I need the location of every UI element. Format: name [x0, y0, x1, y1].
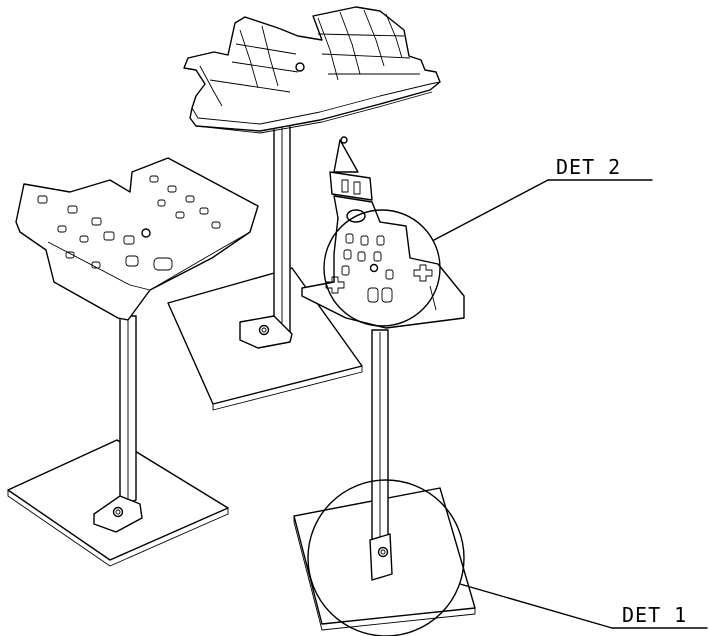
church-stand — [293, 136, 476, 631]
church-sign — [301, 136, 465, 329]
det1-label: DET 1 — [622, 603, 687, 627]
ship-stand-post — [273, 109, 291, 342]
church-stand-post — [371, 329, 389, 556]
plate-stand-foot-bracket — [93, 495, 143, 533]
det2-label: DET 2 — [556, 155, 621, 179]
det2-leader — [433, 179, 549, 241]
det1-circle — [307, 479, 465, 636]
det2-callout: DET 2 — [323, 155, 653, 327]
ship-sign — [183, 6, 441, 134]
ship-stand-foot-bracket — [239, 315, 293, 349]
church-stand-foot-bracket — [369, 533, 393, 581]
det2-circle — [323, 209, 441, 327]
det1-callout: DET 1 — [307, 479, 708, 636]
det1-leader — [459, 583, 613, 629]
plate-stand — [7, 157, 259, 567]
plate-sign — [15, 157, 259, 321]
plate-stand-post — [119, 315, 137, 507]
